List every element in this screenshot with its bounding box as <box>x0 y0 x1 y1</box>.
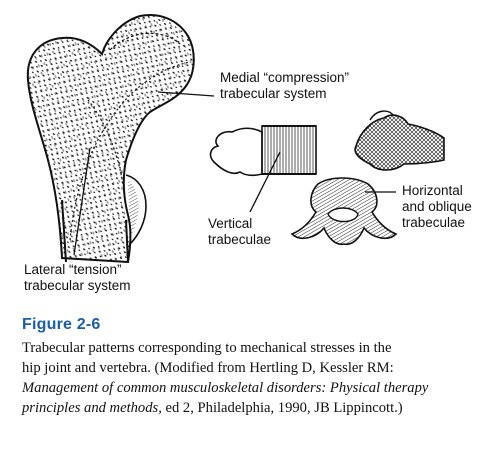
caption-book-title-part1: Management of common musculoskeletal dis… <box>22 380 429 396</box>
figure-title: Figure 2-6 <box>22 316 101 333</box>
horizontal-label-line2: and oblique <box>402 199 472 214</box>
lateral-label-line2: trabecular system <box>24 278 131 293</box>
horizontal-label-line3: trabeculae <box>402 215 466 230</box>
caption-book-title-part2: principles and methods, <box>22 400 162 416</box>
vertebra-lateral-drawing <box>209 125 317 177</box>
caption-line-4: principles and methods, ed 2, Philadelph… <box>22 398 482 418</box>
vertical-leader-line <box>249 151 281 213</box>
medial-label-line1: Medial “compression” <box>220 70 350 85</box>
caption-line-3: Management of common musculoskeletal dis… <box>22 378 482 398</box>
vertical-label-line1: Vertical <box>208 216 253 231</box>
vertebra-oblique-drawing <box>354 110 445 171</box>
trabecular-illustration <box>26 14 445 264</box>
medial-leader-line <box>157 91 215 97</box>
horizontal-label-line1: Horizontal <box>402 183 463 198</box>
femur-drawing <box>26 14 195 264</box>
figure-caption: Trabecular patterns corresponding to mec… <box>22 338 482 418</box>
lateral-leader-line <box>73 147 91 256</box>
caption-citation-rest: ed 2, Philadelphia, 1990, JB Lippincott.… <box>161 400 403 416</box>
vertebra-axial-drawing <box>290 177 398 246</box>
vertical-label-line2: trabeculae <box>208 232 272 247</box>
medial-label-line2: trabecular system <box>220 86 327 101</box>
lateral-label-line1: Lateral “tension” <box>24 262 122 277</box>
caption-line-2: hip joint and vertebra. (Modified from H… <box>22 360 394 376</box>
caption-line-1: Trabecular patterns corresponding to mec… <box>22 340 392 356</box>
